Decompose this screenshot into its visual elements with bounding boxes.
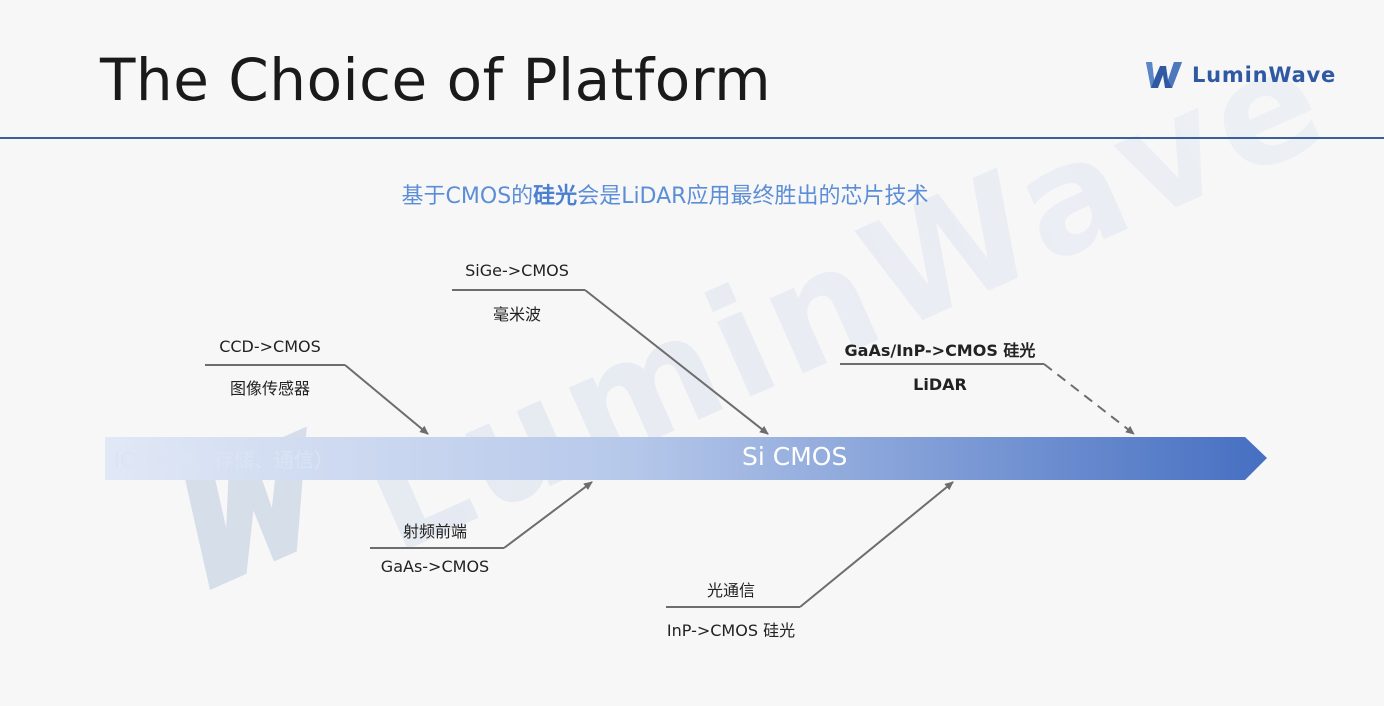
ccd-label-bottom: 图像传感器 bbox=[229, 379, 310, 398]
ccd-label-top: CCD->CMOS bbox=[219, 337, 321, 356]
ccd-branch-arrow bbox=[344, 364, 429, 435]
headline: 基于CMOS的硅光会是LiDAR应用最终胜出的芯片技术 bbox=[0, 178, 1330, 210]
optical-label-top: 光通信 bbox=[706, 581, 755, 600]
sige-branch-arrow bbox=[584, 289, 769, 435]
optical-label-bottom: InP->CMOS 硅光 bbox=[666, 621, 796, 640]
rf-branch-arrow bbox=[503, 481, 593, 549]
lidar-branch-arrow bbox=[1043, 363, 1135, 435]
luminwave-logo-icon bbox=[1146, 62, 1182, 88]
sige-label-bottom: 毫米波 bbox=[492, 305, 541, 324]
headline-emphasis: 硅光 bbox=[533, 184, 578, 209]
lidar-label-bottom: LiDAR bbox=[913, 375, 967, 394]
rf-label-bottom: GaAs->CMOS bbox=[380, 557, 490, 576]
headline-part-2: 会是LiDAR应用最终胜出的芯片技术 bbox=[577, 184, 929, 209]
sige-label-top: SiGe->CMOS bbox=[465, 261, 569, 280]
main-timeline-arrow bbox=[105, 437, 1267, 480]
timeline-start-label: IC（处理、存储、通信） bbox=[114, 448, 334, 472]
optical-branch-arrow bbox=[799, 481, 954, 608]
brand-logo: LuminWave bbox=[1144, 58, 1336, 92]
page-title: The Choice of Platform bbox=[100, 46, 772, 114]
header-divider bbox=[0, 137, 1384, 139]
rf-label-top: 射频前端 bbox=[402, 522, 467, 541]
headline-part-1: 基于CMOS的 bbox=[401, 184, 534, 209]
brand-name: LuminWave bbox=[1192, 63, 1337, 87]
timeline-center-label: Si CMOS bbox=[742, 442, 848, 471]
lidar-label-top: GaAs/InP->CMOS 硅光 bbox=[844, 341, 1036, 360]
